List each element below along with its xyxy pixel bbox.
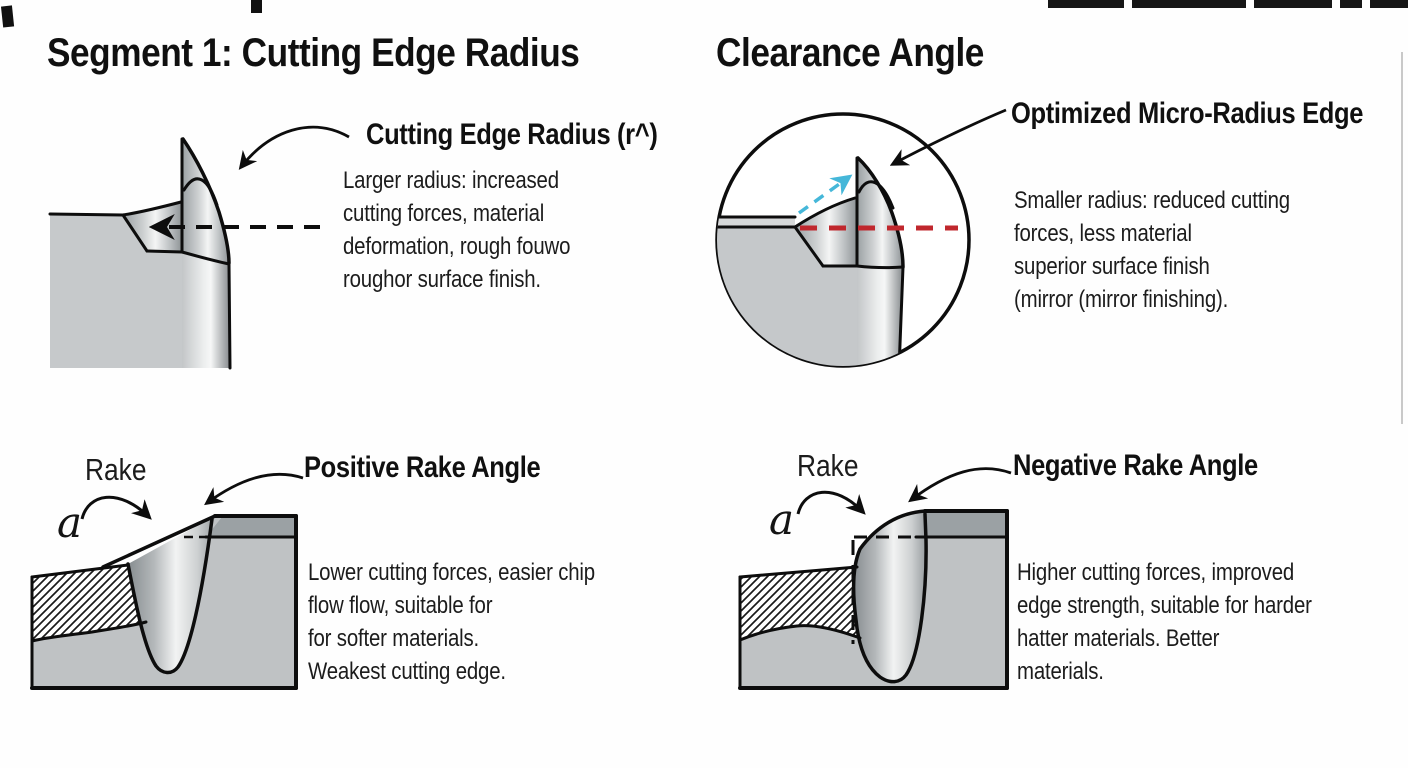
- callout-arrow: [889, 108, 1007, 166]
- body-text-cutting-edge-radius: Larger radius: increased cutting forces,…: [343, 167, 571, 293]
- rake-label: Rake: [85, 452, 147, 487]
- callout-heading-negative-rake: Negative Rake Angle: [1013, 449, 1258, 482]
- callout-heading-positive-rake: Positive Rake Angle: [304, 451, 541, 484]
- body-text-negative-rake: Higher cutting forces, improved edge str…: [1017, 559, 1312, 685]
- hatched-material: [32, 565, 146, 641]
- callout-arrow: [908, 467, 1012, 503]
- callout-arrow: [204, 472, 304, 506]
- rake-label: Rake: [797, 448, 859, 483]
- rake-angle-symbol: a: [57, 498, 83, 547]
- top-edge-artifacts: [0, 0, 1408, 424]
- negative-rake-figure: [738, 467, 1012, 690]
- rake-angle-symbol: a: [769, 495, 795, 544]
- section-title-cutting-edge-radius: Segment 1: Cutting Edge Radius: [47, 31, 580, 75]
- callout-heading-cutting-edge-radius: Cutting Edge Radius (r^): [366, 118, 658, 151]
- body-text-optimized-micro-radius: Smaller radius: reduced cutting forces, …: [1014, 187, 1290, 313]
- body-text-positive-rake: Lower cutting forces, easier chip flow f…: [308, 559, 595, 685]
- cyan-dashed-arrow: [797, 174, 853, 215]
- hatched-material: [740, 567, 860, 640]
- cutting-edge-radius-figure: [48, 125, 350, 370]
- rake-arc-arrow: [80, 495, 152, 520]
- rake-arc-arrow: [796, 490, 866, 515]
- callout-heading-optimized-micro-radius: Optimized Micro-Radius Edge: [1011, 97, 1364, 130]
- callout-arrow: [238, 125, 350, 170]
- right-edge-line: [1401, 52, 1403, 424]
- clearance-angle-figure: [715, 108, 1007, 368]
- positive-rake-figure: [30, 472, 304, 690]
- section-title-clearance-angle: Clearance Angle: [716, 31, 984, 75]
